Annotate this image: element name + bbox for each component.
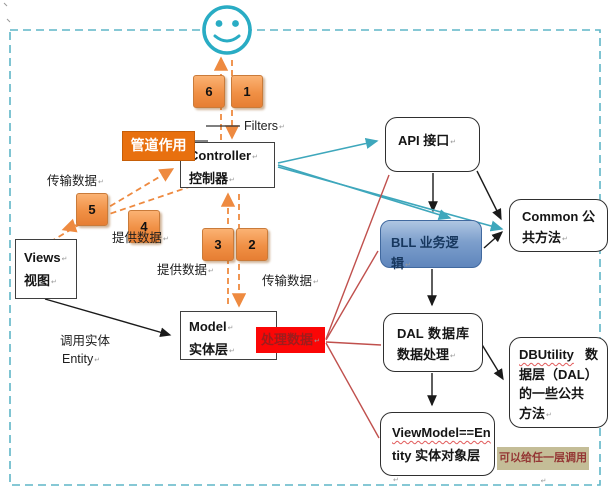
model-label-en: Model xyxy=(189,316,268,339)
process-to-viewmodel-line xyxy=(325,342,380,439)
node-dbutility: DBUtility 数 据层（DAL） 的一些公共 方法 xyxy=(509,337,608,428)
process-to-api-line xyxy=(325,174,390,340)
dbutility-label-line4: 方法 xyxy=(519,404,598,426)
process-data-red-lines xyxy=(325,174,390,439)
dbutility-highlight: DBUtility xyxy=(519,347,574,362)
provide-data-label-top: 提供数据 xyxy=(112,227,169,246)
api-to-common-arrow xyxy=(476,170,502,221)
dal-to-dbutility-arrow xyxy=(480,342,504,381)
filters-label: Filters xyxy=(244,119,285,133)
node-views: Views 视图 xyxy=(15,239,77,299)
process-to-dal-line xyxy=(325,341,382,346)
controller-to-api-arrow xyxy=(277,137,379,164)
transfer-data-label-mid: 传输数据 xyxy=(262,270,319,289)
dbutility-label-line3: 的一些公共 xyxy=(519,386,585,401)
any-layer-note-badge: 可以给任一层调用 xyxy=(497,447,589,470)
formatting-marks xyxy=(3,2,11,23)
views-to-model-arrow xyxy=(44,298,172,337)
dal-label-line2: 数据处理 xyxy=(397,344,469,367)
step-2-chip: 2 xyxy=(236,228,268,261)
dbutility-line1-rest: 数 xyxy=(584,347,598,362)
transfer-data-label-top: 传输数据 xyxy=(47,170,104,189)
node-dal: DAL 数据库 数据处理 xyxy=(383,313,483,372)
node-bll: BLL 业务逻辑 xyxy=(380,220,482,271)
bll-to-common-arrow xyxy=(483,231,504,249)
dbutility-label-line1: DBUtility 数 xyxy=(519,345,598,365)
views-label-en: Views xyxy=(24,247,68,270)
controller-label-en: Controller xyxy=(189,145,266,168)
diagram-dashed-frame xyxy=(9,29,601,486)
step-3-chip: 3 xyxy=(202,228,234,261)
viewmodel-highlight: ViewModel==En xyxy=(392,425,491,440)
step-6-chip: 6 xyxy=(193,75,225,108)
common-label-line1: Common 公 xyxy=(522,209,595,224)
controller-teal-arrows xyxy=(277,137,504,232)
bll-label: BLL 业务逻辑 xyxy=(391,232,471,276)
step-1-chip: 1 xyxy=(231,75,263,108)
node-api: API 接口 xyxy=(385,117,480,172)
controller-label-zh: 控制器 xyxy=(189,168,266,191)
viewmodel-label-line2: tity 实体对象层 xyxy=(392,444,483,492)
model-label-zh: 实体层 xyxy=(189,339,268,362)
process-to-bll-line xyxy=(325,250,379,341)
node-viewmodel: ViewModel==En tity 实体对象层 xyxy=(380,412,495,476)
step-5-chip: 5 xyxy=(76,193,108,226)
views-label-zh: 视图 xyxy=(24,270,68,293)
dal-label-line1: DAL 数据库 xyxy=(397,326,469,341)
dbutility-label-line2: 据层（DAL） xyxy=(519,366,598,382)
process-data-badge: 处理数据 xyxy=(256,327,325,353)
call-entity-label-line1: 调用实体 xyxy=(60,334,111,348)
common-label-line2: 共方法 xyxy=(522,227,595,250)
user-smiley-icon xyxy=(202,5,252,55)
call-entity-label-line2: Entity xyxy=(62,352,100,366)
node-controller: Controller 控制器 xyxy=(180,142,275,188)
node-common: Common 公 共方法 xyxy=(509,199,608,252)
pipeline-badge: 管道作用 xyxy=(122,131,195,161)
controller-to-common-arrow xyxy=(277,166,504,232)
provide-data-label-mid: 提供数据 xyxy=(157,259,214,278)
api-label: API 接口 xyxy=(398,130,467,153)
